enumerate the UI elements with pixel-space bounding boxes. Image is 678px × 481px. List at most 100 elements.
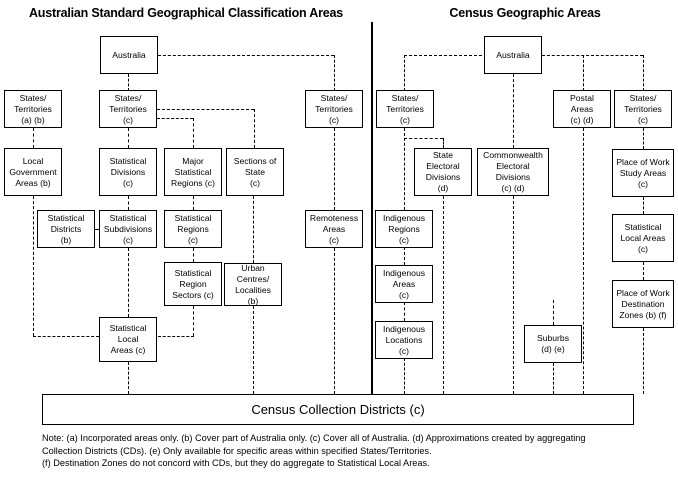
- box-census-australia-label: Australia: [496, 49, 530, 60]
- connector-statistical-divisions-to-subdivisions: [128, 196, 129, 210]
- connector-states-ab-to-lga: [33, 128, 34, 148]
- connector-sections-of-state-down: [193, 118, 194, 148]
- connector-census-states-to-indigenous-regions: [404, 128, 405, 210]
- connector-census-australia-to-ced: [513, 74, 514, 148]
- connector-census-postal-down: [583, 55, 584, 91]
- box-census-state-electoral-divisions-label: State Electoral Divisions (d): [425, 150, 461, 193]
- box-census-suburbs[interactable]: Suburbs (d) (e): [524, 325, 582, 363]
- box-asgc-remoteness-areas[interactable]: Remoteness Areas (c): [305, 210, 363, 248]
- box-census-commonwealth-electoral-divisions[interactable]: Commonwealth Electoral Divisions (c) (d): [477, 148, 549, 196]
- box-census-place-of-work-destination-zones-label: Place of Work Destination Zones (b) (f): [616, 287, 670, 320]
- connector-census-left-branch-down: [404, 55, 405, 91]
- connector-sed-to-ccd: [443, 196, 444, 394]
- box-asgc-major-statistical-regions-label: Major Statistical Regions (c): [171, 155, 215, 188]
- box-asgc-sections-of-state[interactable]: Sections of State (c): [226, 148, 284, 196]
- connector-lga-down: [33, 196, 34, 336]
- box-asgc-statistical-local-areas[interactable]: Statistical Local Areas (c): [99, 317, 157, 362]
- box-census-suburbs-label: Suburbs (d) (e): [536, 333, 569, 354]
- right-section-title: Census Geographic Areas: [449, 6, 601, 20]
- connector-states-c-to-sections-of-state: [157, 118, 193, 119]
- box-asgc-statistical-subdivisions[interactable]: Statistical Subdivisions (c): [99, 210, 157, 248]
- connector-postal-areas-to-ccd: [583, 128, 584, 394]
- box-census-indigenous-locations-label: Indigenous Locations (c): [382, 323, 426, 356]
- box-census-statistical-local-areas-label: Statistical Local Areas (c): [620, 221, 666, 254]
- connector-australia-to-right-branch: [158, 55, 334, 56]
- left-section-title: Australian Standard Geographical Classif…: [28, 6, 344, 20]
- connector-pow-destination-to-ccd: [643, 328, 644, 394]
- connector-sla-to-pow-destination: [643, 262, 644, 280]
- connector-sectors-to-statistical-local-areas: [158, 336, 194, 337]
- connector-indigenous-locations-to-ccd: [404, 358, 405, 394]
- connector-sections-of-state-to-urban-centres: [253, 196, 254, 263]
- box-asgc-statistical-regions-label: Statistical Regions (c): [174, 212, 212, 245]
- section-divider: [371, 22, 373, 394]
- box-census-states-territories-right-label: States/ Territories (c): [624, 92, 662, 125]
- box-census-states-territories-left[interactable]: States/ Territories (c): [376, 90, 434, 128]
- box-asgc-statistical-districts-label: Statistical Districts (b): [47, 212, 85, 245]
- box-asgc-urban-centres-localities[interactable]: Urban Centres/ Localities (b): [224, 263, 282, 306]
- box-asgc-urban-centres-localities-label: Urban Centres/ Localities (b): [235, 262, 271, 306]
- box-asgc-statistical-local-areas-label: Statistical Local Areas (c): [109, 323, 147, 355]
- connector-states-c-right-to-remoteness: [334, 128, 335, 210]
- box-asgc-australia[interactable]: Australia: [100, 36, 158, 74]
- box-census-place-of-work-study-areas-label: Place of Work Study Areas (c): [616, 156, 670, 189]
- box-census-collection-districts-label: Census Collection Districts (c): [251, 402, 425, 417]
- connector-australia-to-states-c: [128, 74, 129, 91]
- box-asgc-states-territories-ab[interactable]: States/ Territories (a) (b): [4, 90, 62, 128]
- box-census-states-territories-right[interactable]: States/ Territories (c): [614, 90, 672, 128]
- connector-statistical-local-areas-to-ccd: [128, 362, 129, 394]
- figure-notes: Note: (a) Incorporated areas only. (b) C…: [42, 433, 586, 469]
- box-census-postal-areas-label: Postal Areas (c) (d): [570, 92, 594, 125]
- box-census-indigenous-locations[interactable]: Indigenous Locations (c): [375, 321, 433, 359]
- connector-sectors-down: [193, 306, 194, 336]
- connector-suburbs-to-ccd: [553, 363, 554, 394]
- box-asgc-statistical-divisions[interactable]: Statistical Divisions (c): [99, 148, 157, 196]
- box-asgc-statistical-districts[interactable]: Statistical Districts (b): [37, 210, 95, 248]
- box-census-place-of-work-destination-zones[interactable]: Place of Work Destination Zones (b) (f): [612, 280, 674, 328]
- box-asgc-statistical-region-sectors[interactable]: Statistical Region Sectors (c): [164, 262, 222, 306]
- box-census-indigenous-areas[interactable]: Indigenous Areas (c): [375, 265, 433, 303]
- connector-statistical-districts-to-subdivisions: [95, 229, 100, 230]
- box-asgc-local-government-areas[interactable]: Local Government Areas (b): [4, 148, 62, 196]
- connector-suburbs-feed-down: [553, 300, 554, 325]
- box-census-australia[interactable]: Australia: [484, 36, 542, 74]
- box-census-indigenous-areas-label: Indigenous Areas (c): [382, 267, 426, 300]
- box-census-postal-areas[interactable]: Postal Areas (c) (d): [553, 90, 611, 128]
- connector-census-states-right-down: [643, 55, 644, 91]
- connector-ced-to-ccd: [513, 196, 514, 394]
- connector-indigenous-areas-to-locations: [404, 302, 405, 321]
- connector-major-to-statistical-regions: [193, 196, 194, 210]
- box-census-statistical-local-areas[interactable]: Statistical Local Areas (c): [612, 214, 674, 262]
- connector-lga-to-statistical-local-areas: [33, 336, 99, 337]
- box-census-commonwealth-electoral-divisions-label: Commonwealth Electoral Divisions (c) (d): [483, 150, 543, 193]
- connector-statistical-regions-to-sectors: [193, 248, 194, 262]
- connector-states-c-to-major-statistical-regions: [157, 109, 254, 110]
- box-census-state-electoral-divisions[interactable]: State Electoral Divisions (d): [414, 148, 472, 196]
- connector-major-statistical-regions-down: [254, 109, 255, 148]
- box-asgc-states-territories-c-right[interactable]: States/ Territories (c): [305, 90, 363, 128]
- box-census-states-territories-left-label: States/ Territories (c): [386, 92, 424, 125]
- box-asgc-states-territories-c-label: States/ Territories (c): [109, 92, 147, 125]
- box-asgc-australia-label: Australia: [112, 49, 146, 60]
- connector-remoteness-to-ccd: [334, 248, 335, 394]
- connector-pow-study-to-sla: [643, 197, 644, 214]
- box-census-indigenous-regions[interactable]: Indigenous Regions (c): [375, 210, 433, 248]
- box-census-indigenous-regions-label: Indigenous Regions (c): [382, 212, 426, 245]
- box-asgc-major-statistical-regions[interactable]: Major Statistical Regions (c): [164, 148, 222, 196]
- box-asgc-statistical-subdivisions-label: Statistical Subdivisions (c): [103, 212, 153, 245]
- box-asgc-sections-of-state-label: Sections of State (c): [233, 155, 277, 188]
- connector-indigenous-regions-to-areas: [404, 247, 405, 265]
- connector-census-australia-to-left: [404, 55, 482, 56]
- box-asgc-states-territories-c[interactable]: States/ Territories (c): [99, 90, 157, 128]
- box-asgc-remoteness-areas-label: Remoteness Areas (c): [309, 212, 359, 245]
- box-census-place-of-work-study-areas[interactable]: Place of Work Study Areas (c): [612, 149, 674, 197]
- box-asgc-states-territories-ab-label: States/ Territories (a) (b): [14, 92, 52, 125]
- box-census-collection-districts[interactable]: Census Collection Districts (c): [42, 394, 634, 425]
- connector-subdivisions-to-statistical-local-areas: [128, 248, 129, 317]
- box-asgc-statistical-region-sectors-label: Statistical Region Sectors (c): [172, 267, 214, 300]
- box-asgc-statistical-regions[interactable]: Statistical Regions (c): [164, 210, 222, 248]
- connector-census-sed-down: [443, 138, 444, 148]
- connector-census-states-right-to-pow-study: [643, 128, 644, 149]
- box-asgc-statistical-divisions-label: Statistical Divisions (c): [109, 155, 147, 188]
